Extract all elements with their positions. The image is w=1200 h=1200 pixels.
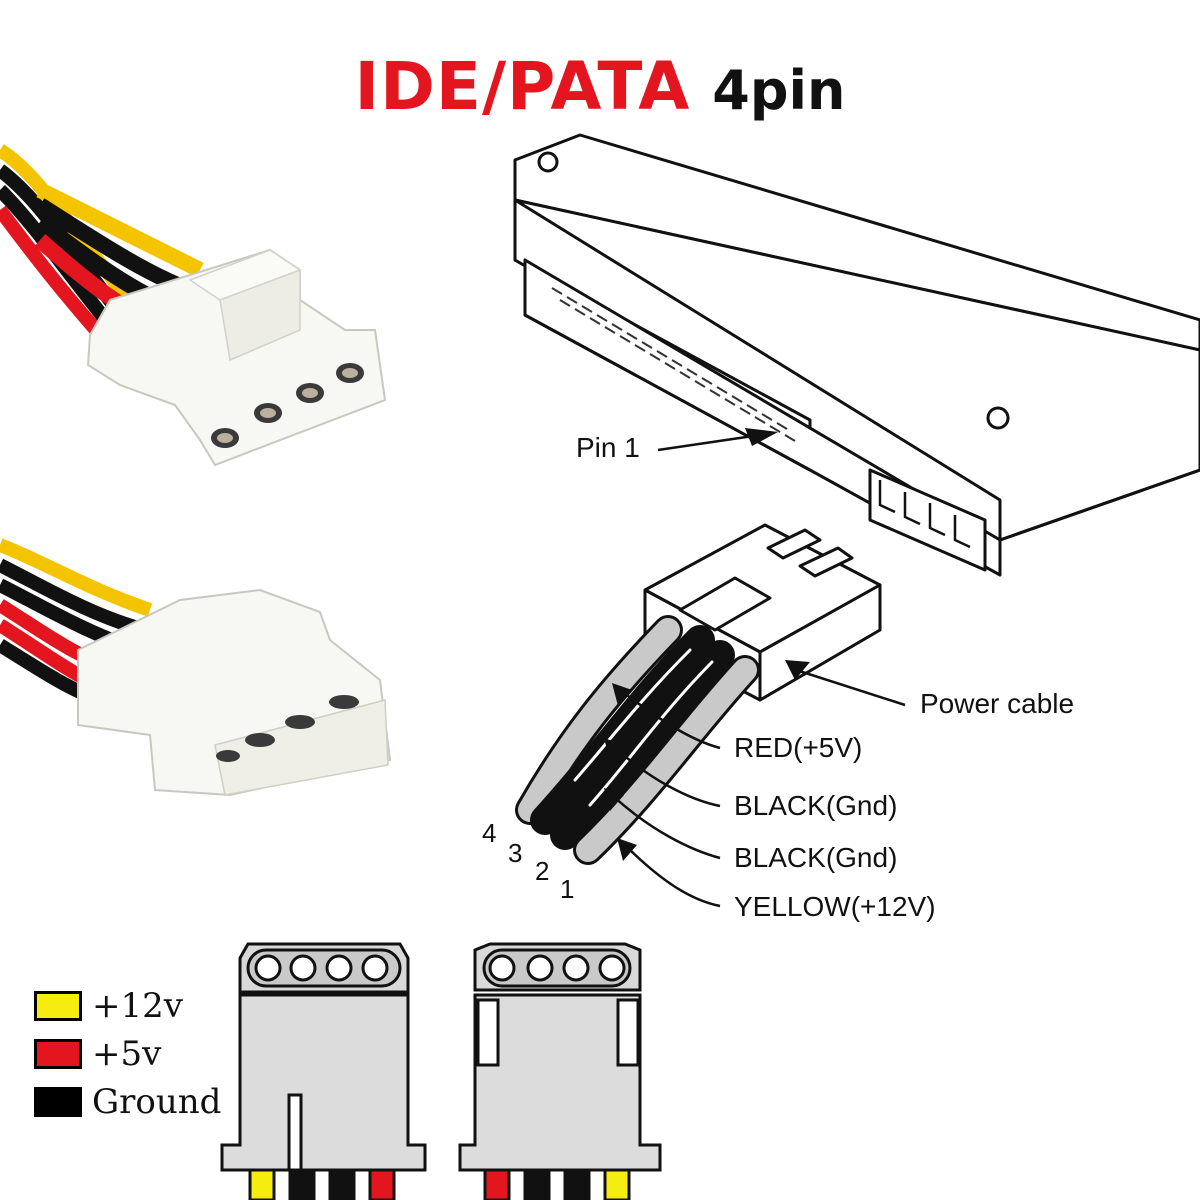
wire-label-black-1: BLACK(Gnd) [734, 790, 898, 821]
legend-swatch-red [34, 1039, 82, 1069]
pin-number-4: 4 [482, 818, 497, 848]
pin-number-2: 2 [535, 856, 550, 886]
title-sub: 4pin [712, 59, 846, 122]
callout-leaders [611, 666, 906, 908]
legend-row-5v: +5v [34, 1034, 162, 1074]
connector-face-male [220, 942, 427, 1200]
legend-swatch-black [34, 1087, 82, 1117]
legend-label-5v: +5v [92, 1034, 162, 1074]
cable-wires [515, 615, 760, 865]
pin1-arrow [745, 428, 778, 446]
ide-pin-header [551, 287, 796, 442]
legend-row-ground: Ground [34, 1082, 222, 1122]
wire-label-yellow: YELLOW(+12V) [734, 891, 936, 922]
legend-label-12v: +12v [92, 986, 183, 1026]
molex-photo-middle [0, 538, 392, 797]
hdd-power-socket [878, 480, 971, 549]
hard-drive-drawing [513, 133, 1200, 577]
pin-number-1: 1 [560, 874, 575, 904]
wire-label-black-2: BLACK(Gnd) [734, 842, 898, 873]
legend-swatch-yellow [34, 991, 82, 1021]
title-main: IDE/PATA [354, 48, 691, 125]
molex-photo-top [0, 144, 387, 467]
legend-label-ground: Ground [92, 1082, 222, 1122]
legend-row-12v: +12v [34, 986, 183, 1026]
power-cable-label: Power cable [920, 688, 1075, 719]
connector-face-female [458, 942, 662, 1200]
pin1-label: Pin 1 [576, 432, 640, 463]
pin-number-3: 3 [508, 838, 523, 868]
wire-label-red: RED(+5V) [734, 732, 863, 763]
pin1-leader [657, 433, 761, 452]
page-title: IDE/PATA 4pin [0, 48, 1200, 125]
callout-arrowheads [604, 660, 810, 861]
